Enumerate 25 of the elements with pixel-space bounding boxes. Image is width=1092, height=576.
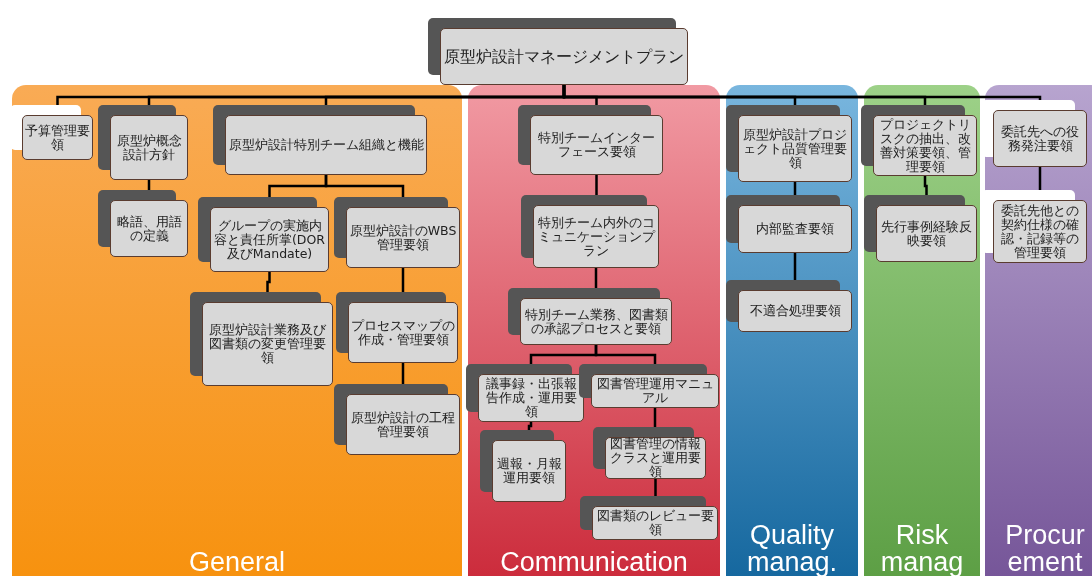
connector-line: [527, 422, 533, 430]
connector-line: [401, 363, 405, 384]
connector-line: [324, 175, 405, 197]
connector-line: [653, 408, 657, 427]
connector-line: [594, 268, 598, 288]
band-label: Communication: [499, 549, 689, 576]
connector-line: [1038, 167, 1042, 190]
connector-line: [793, 182, 797, 195]
connector-line: [266, 272, 271, 292]
band-panel: [12, 85, 462, 576]
connector-line: [401, 268, 405, 292]
connector-line: [594, 345, 657, 364]
band-panel: [864, 85, 980, 576]
connector-line: [654, 479, 657, 496]
connector-line: [793, 253, 797, 280]
band-label: Risk manag: [879, 522, 965, 576]
connector-line: [923, 176, 928, 195]
band-label: Quality manag.: [745, 522, 839, 576]
connector-line: [595, 175, 598, 195]
band-panel: [726, 85, 858, 576]
connector-line: [562, 85, 1042, 101]
band-label: Procur ement: [1004, 522, 1086, 576]
band-panel: [468, 85, 720, 576]
connector-line: [147, 180, 151, 190]
band-label: General: [187, 549, 287, 576]
